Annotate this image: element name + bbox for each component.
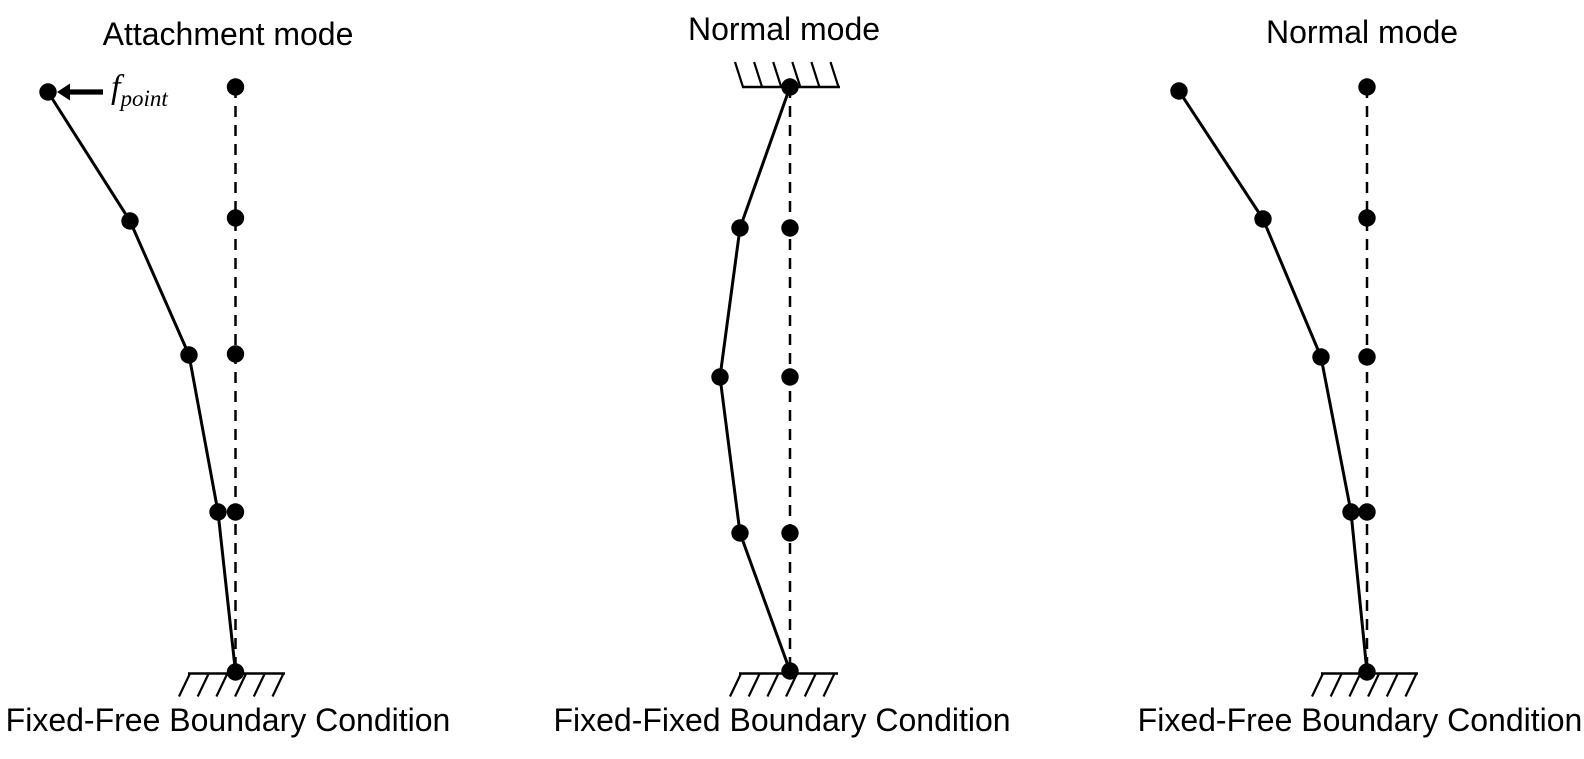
panel-1-ground-hatch-mark: [271, 673, 285, 697]
panel-1-deformed-node: [39, 83, 57, 101]
panel-1-undeformed-node: [226, 78, 245, 96]
panel-2-ground-hatch-mark: [791, 61, 802, 88]
panel-3-ground-hatch-mark: [1404, 673, 1418, 697]
panel-1-fixed-base-node: [226, 663, 245, 681]
panel-2-deformed-node: [731, 524, 749, 542]
panel-3-undeformed-node: [1358, 348, 1376, 366]
panel-2-ground-hatch-mark: [803, 673, 817, 697]
panel-1-undeformed-node: [226, 345, 245, 363]
panel-3-ground-hatch-mark: [1385, 673, 1399, 697]
panel-1-undeformed-node: [226, 209, 245, 227]
panel-1-caption: Fixed-Free Boundary Condition: [5, 702, 451, 738]
panel-1-deformed-beam-line: [46, 91, 237, 673]
panel-2-ground-hatch-mark: [747, 673, 761, 697]
panel-2-ground-hatch-mark: [729, 673, 742, 697]
panel-2-deformed-node: [731, 219, 749, 237]
panel-1-ground-hatch-mark: [178, 673, 191, 697]
panel-2-ground-hatch-mark: [822, 673, 836, 697]
panel-2-undeformed-node: [781, 368, 799, 386]
panel-3-ground-hatch-mark: [1329, 673, 1343, 697]
panel-1-deformed-node: [180, 346, 198, 364]
panel-3-ground-hatch-mark: [1311, 673, 1324, 697]
panel-2-ground-hatch-mark: [753, 61, 764, 88]
force-label-f: f: [111, 69, 121, 106]
panel-2-deformed-node: [711, 368, 729, 386]
panel-2-caption: Fixed-Fixed Boundary Condition: [553, 702, 1011, 738]
panel-2-ground-hatch-mark: [772, 61, 783, 88]
panel-3-undeformed-node: [1358, 209, 1376, 227]
panel-3-deformed-node: [1254, 210, 1272, 228]
panel-1-deformed-node: [209, 503, 227, 521]
panel-1-ground-hatch-mark: [234, 673, 248, 697]
panel-1-ground-hatch-mark: [196, 673, 210, 697]
panel-1-deformed-node: [121, 212, 139, 230]
panel-2-ground-hatch-mark: [733, 61, 745, 88]
panel-3-deformed-node: [1312, 348, 1330, 366]
panel-2-undeformed-node: [781, 78, 799, 96]
panel-3-title: Normal mode: [1265, 14, 1459, 50]
panel-2-ground-hatch-mark: [810, 61, 821, 88]
panel-1-ground-hatch-mark: [252, 673, 266, 697]
panel-2-ground-hatch-mark: [829, 61, 840, 88]
panel-3-deformed-beam-line: [1177, 90, 1369, 673]
panel-3-ground-hatch-mark: [1348, 673, 1362, 697]
panel-3-undeformed-node: [1358, 78, 1376, 96]
panel-2-fixed-base-node: [781, 662, 799, 680]
panel-1-undeformed-node: [226, 503, 245, 521]
panel-3-deformed-node: [1342, 503, 1360, 521]
panel-2-undeformed-node: [781, 219, 799, 237]
panel-3-ground-hatch-mark: [1367, 673, 1381, 697]
panel-1-force-arrow-head: [57, 83, 70, 101]
force-point-label: fpoint: [111, 71, 168, 110]
panel-3-undeformed-node: [1358, 503, 1376, 521]
panel-2-ground-hatch-mark: [766, 673, 780, 697]
panel-3-deformed-node: [1170, 82, 1188, 100]
panel-2-undeformed-node: [781, 524, 799, 542]
panel-3-caption: Fixed-Free Boundary Condition: [1137, 702, 1583, 738]
force-label-subscript: point: [120, 85, 168, 111]
panel-3-fixed-base-node: [1358, 663, 1376, 681]
panel-2-deformed-beam-line: [718, 86, 792, 672]
panel-1-ground-hatch-mark: [215, 673, 229, 697]
panel-1-title: Attachment mode: [102, 16, 354, 52]
panel-2-title: Normal mode: [687, 11, 881, 47]
